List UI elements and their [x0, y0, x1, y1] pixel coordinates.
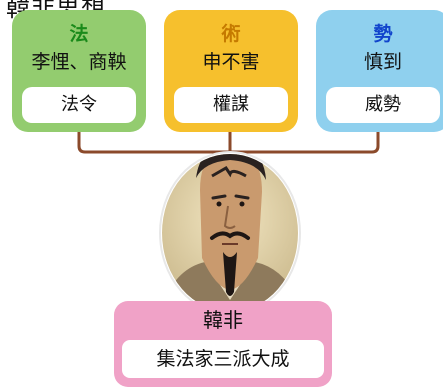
- card-shu: 術 申不害 權謀: [164, 10, 298, 132]
- card-sub-shi: 慎到: [363, 51, 402, 73]
- card-head-shi: 勢: [373, 23, 393, 45]
- card-inner-fa: 法令: [22, 87, 136, 123]
- card-sub-fa: 李悝、商鞅: [31, 51, 127, 73]
- han-fei-summary: 集法家三派大成: [122, 340, 324, 378]
- card-head-fa: 法: [69, 23, 89, 45]
- han-fei-card: 韓非 集法家三派大成: [114, 301, 332, 387]
- card-shi: 勢 慎到 威勢: [316, 10, 443, 132]
- card-inner-shi: 威勢: [326, 87, 440, 123]
- han-fei-name: 韓非: [203, 308, 243, 332]
- card-inner-shu: 權謀: [174, 87, 288, 123]
- card-fa: 法 李悝、商鞅 法令: [12, 10, 146, 132]
- card-head-shu: 術: [221, 23, 241, 45]
- card-sub-shu: 申不害: [202, 51, 260, 73]
